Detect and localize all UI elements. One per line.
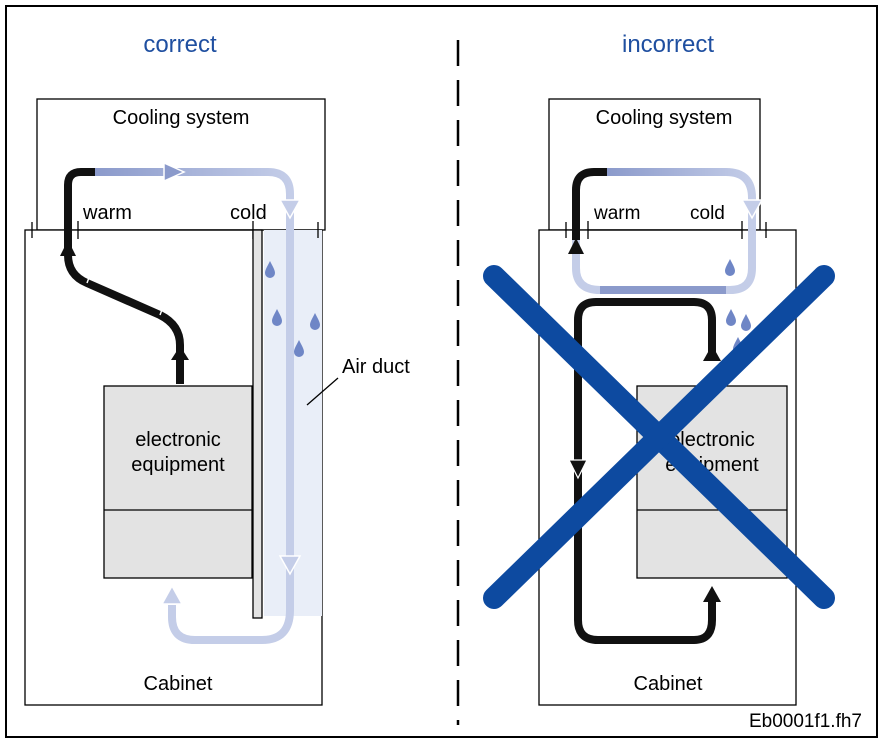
cold-air-flow bbox=[168, 212, 294, 644]
heading-incorrect: incorrect bbox=[622, 31, 714, 58]
equipment-label-line1: electronic bbox=[669, 429, 755, 451]
cooling-system-label: Cooling system bbox=[596, 107, 733, 129]
down-arrow-icon bbox=[278, 199, 302, 220]
up-arrow-icon bbox=[568, 238, 584, 254]
panel-correct: correct Cooling system warm cold electro… bbox=[24, 31, 410, 706]
up-arrow-icon bbox=[171, 346, 189, 360]
figure-id: Eb0001f1.fh7 bbox=[749, 711, 862, 732]
cooler-loop-cold bbox=[607, 168, 756, 212]
down-arrow-icon bbox=[568, 459, 588, 480]
air-duct-leader-line bbox=[306, 377, 339, 406]
cold-label: cold bbox=[230, 202, 267, 224]
electronic-equipment bbox=[103, 385, 253, 579]
cooling-system-box bbox=[548, 98, 761, 231]
air-duct-label: Air duct bbox=[342, 356, 410, 378]
incorrect-cross-icon bbox=[483, 265, 835, 609]
cold-label: cold bbox=[690, 203, 725, 224]
cooler-loop-warm bbox=[572, 168, 607, 240]
cooling-system-label: Cooling system bbox=[113, 107, 250, 129]
warm-air-flow bbox=[64, 168, 184, 360]
flow-direction-arrow-icon bbox=[163, 161, 186, 183]
cooling-system-box bbox=[36, 98, 326, 231]
down-arrow-icon bbox=[740, 199, 764, 220]
up-arrow-icon bbox=[60, 240, 76, 256]
panel-incorrect: incorrect Cooling system warm cold elect… bbox=[483, 31, 835, 706]
warm-label: warm bbox=[593, 203, 640, 224]
equipment-label-line1: electronic bbox=[135, 429, 221, 451]
up-arrow-icon bbox=[703, 345, 721, 361]
up-arrow-icon bbox=[160, 584, 184, 605]
warm-label: warm bbox=[82, 202, 132, 224]
figure-border bbox=[5, 5, 878, 738]
separating-plate bbox=[252, 229, 263, 619]
equipment-label-line2: equipment bbox=[131, 454, 225, 476]
warm-cold-scale bbox=[565, 221, 767, 239]
cooled-air-flow bbox=[95, 168, 294, 212]
heading-correct: correct bbox=[143, 31, 217, 58]
cabinet-label: Cabinet bbox=[144, 673, 213, 695]
cabinet-label: Cabinet bbox=[634, 673, 703, 695]
up-arrow-icon bbox=[703, 586, 721, 602]
down-arrow-icon bbox=[278, 555, 302, 576]
